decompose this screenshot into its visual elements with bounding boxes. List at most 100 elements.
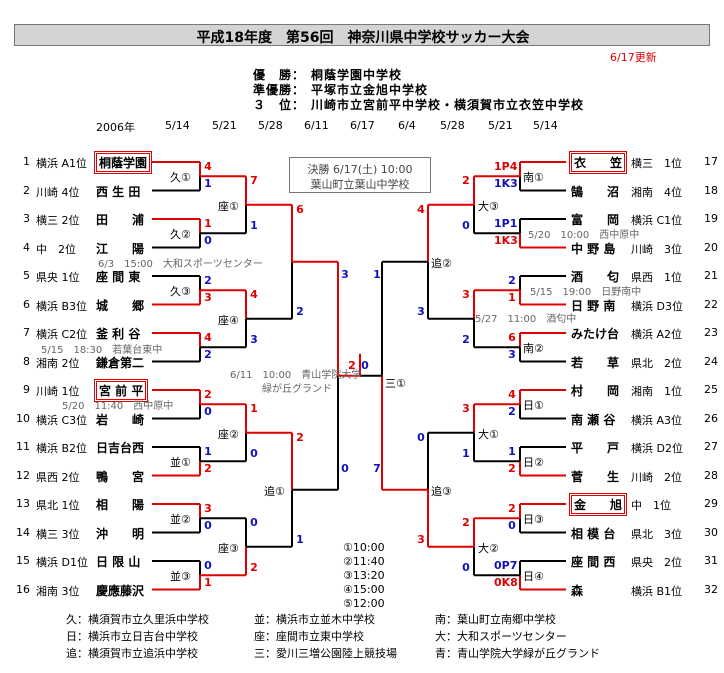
team-number: 17	[704, 155, 718, 168]
team-region: 川崎 4位	[36, 185, 80, 199]
date-left-4: 6/11	[304, 119, 329, 132]
team-name[interactable]: 沖 明	[96, 526, 145, 541]
team-region: 横浜 A1位	[36, 157, 88, 170]
venue-legend: 三：愛川三増公園陸上競技場	[254, 647, 397, 660]
score-top: 2	[508, 502, 516, 515]
team-region: 横浜 B3位	[36, 299, 88, 313]
final-score-left: 2	[348, 358, 356, 372]
team-number: 7	[23, 326, 30, 339]
team-name[interactable]: 慶應藤沢	[96, 583, 145, 598]
schedule-note: 5/20 11:40 西中原中	[62, 401, 174, 412]
team-name[interactable]: 相 陽	[96, 498, 145, 512]
team-name[interactable]: 金 旭	[568, 493, 628, 516]
score-bottom: 2	[508, 461, 516, 475]
team-name[interactable]: 菅 生	[571, 469, 620, 484]
score-bottom: 0	[250, 447, 258, 461]
third-value: 川崎市立宮前平中学校・横須賀市立衣笠中学校	[311, 98, 585, 112]
team-name[interactable]: 日 限 山	[96, 555, 141, 569]
team-number: 8	[23, 354, 30, 368]
score-top: 3	[204, 502, 212, 515]
team-name[interactable]: 若 草	[571, 355, 620, 370]
team-name[interactable]: 富 岡	[571, 213, 620, 227]
score-top: 2	[462, 516, 470, 530]
score-bottom: 2	[462, 333, 470, 347]
venue-label: 南①	[523, 171, 544, 185]
team-name[interactable]: 日 野 南	[571, 298, 616, 313]
team-number: 10	[16, 411, 30, 425]
team-name[interactable]: 鴨 宮	[96, 469, 145, 484]
venue-label: 日③	[523, 513, 544, 527]
team-number: 24	[704, 354, 718, 368]
team-region: 川崎 3位	[631, 242, 682, 256]
team-region: 横浜 D1位	[36, 556, 88, 569]
score-top: 1	[204, 217, 212, 230]
team-name[interactable]: みたけ台	[571, 327, 620, 341]
team-number: 30	[704, 525, 718, 539]
team-name[interactable]: 西 生 田	[96, 184, 141, 199]
team-number: 2	[23, 183, 30, 197]
date-right-3: 5/21	[488, 119, 513, 132]
score-bottom: 3	[250, 333, 258, 347]
page-title: 平成18年度 第56回 神奈川県中学校サッカー大会	[196, 30, 530, 46]
team-name[interactable]: 桐蔭学園	[93, 151, 153, 174]
year-label: 2006年	[96, 121, 135, 134]
team-name[interactable]: 村 岡	[571, 384, 620, 398]
team-name[interactable]: 中 野 島	[571, 241, 616, 256]
score-top: 1	[250, 402, 258, 416]
date-left-3: 5/28	[258, 119, 283, 132]
venue-legend: 追：横須賀市立追浜中学校	[66, 647, 198, 660]
score-bottom: 2	[204, 347, 212, 361]
team-number: 14	[16, 525, 30, 539]
venue-label: 大①	[478, 427, 499, 441]
team-name[interactable]: 森	[571, 583, 584, 598]
score-top: 4	[417, 202, 425, 216]
date-left-1: 5/14	[165, 119, 190, 132]
team-name[interactable]: 岩 崎	[96, 412, 145, 427]
team-name[interactable]: 座 間 東	[96, 270, 141, 284]
score-bottom: 2	[508, 404, 516, 418]
team-region: 中 1位	[631, 499, 671, 512]
score-top: 3	[341, 267, 349, 281]
team-name[interactable]: 平 戸	[571, 441, 620, 455]
team-number: 31	[704, 554, 718, 567]
score-top: 4	[204, 160, 212, 173]
score-bottom: 0K8	[494, 575, 518, 589]
team-name[interactable]: 田 浦	[96, 213, 145, 227]
schedule-note: 6/3 15:00 大和スポーツセンター	[98, 259, 263, 270]
team-region: 横三 2位	[36, 214, 80, 227]
team-name[interactable]: 日吉台西	[96, 441, 145, 455]
final-venue: 葉山町立葉山中学校	[310, 178, 410, 191]
title-bar: 平成18年度 第56回 神奈川県中学校サッカー大会	[14, 24, 710, 46]
schedule-note: 6/11 10:00 青山学院大学	[230, 370, 362, 381]
venue-label: 久①	[170, 171, 191, 185]
team-name[interactable]: 南 瀬 谷	[571, 412, 616, 427]
team-name[interactable]: 酒 匂	[571, 270, 620, 284]
team-region: 県央 2位	[631, 556, 682, 569]
venue-label: 日①	[523, 399, 544, 413]
venue-label: 久③	[170, 285, 191, 299]
team-name[interactable]: 釜 利 谷	[96, 327, 141, 341]
score-top: 1	[373, 267, 381, 281]
team-name[interactable]: 宮 前 平	[93, 379, 149, 402]
score-bottom: 3	[417, 532, 425, 546]
team-region: 中 2位	[36, 242, 76, 256]
team-name[interactable]: 鎌倉第二	[96, 355, 145, 370]
team-number: 1	[23, 155, 30, 168]
team-region: 湘南 1位	[631, 385, 682, 398]
venue-label: 日②	[523, 456, 544, 470]
score-top: 6	[508, 331, 516, 344]
team-number: 12	[16, 468, 30, 482]
time-slot: ②11:40	[343, 555, 385, 568]
score-top: 2	[508, 274, 516, 287]
score-top: 0	[204, 559, 212, 572]
score-bottom: 1K3	[494, 233, 518, 247]
team-name[interactable]: 城 郷	[96, 298, 145, 313]
score-bottom: 2	[250, 561, 258, 575]
team-name[interactable]: 鵠 沼	[571, 184, 620, 199]
team-name[interactable]: 相 模 台	[571, 526, 616, 541]
team-name[interactable]: 衣 笠	[568, 151, 628, 174]
team-name[interactable]: 江 陽	[96, 241, 145, 256]
team-name[interactable]: 座 間 西	[571, 555, 616, 569]
team-region: 横三 1位	[631, 157, 682, 170]
